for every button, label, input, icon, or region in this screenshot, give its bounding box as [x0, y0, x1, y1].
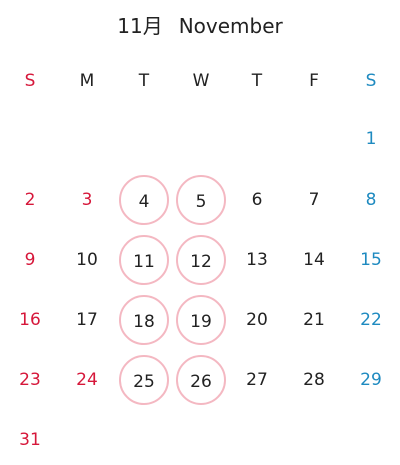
day-cell[interactable]: 11	[119, 235, 169, 285]
day-cell[interactable]: 28	[303, 370, 325, 390]
day-cell[interactable]: 25	[119, 355, 169, 405]
day-cell[interactable]: 6	[251, 190, 263, 210]
day-cell[interactable]: 21	[303, 310, 325, 330]
day-cell[interactable]: 13	[246, 250, 268, 270]
day-cell[interactable]: 22	[360, 310, 382, 330]
weekday-friday: F	[309, 71, 319, 91]
day-cell[interactable]: 10	[76, 250, 98, 270]
day-cell[interactable]: 7	[308, 190, 320, 210]
month-number: 11月	[117, 14, 163, 38]
day-cell[interactable]: 23	[19, 370, 41, 390]
day-cell[interactable]: 18	[119, 295, 169, 345]
day-cell[interactable]: 8	[365, 190, 377, 210]
month-name: November	[178, 14, 283, 38]
day-cell[interactable]: 29	[360, 370, 382, 390]
day-cell[interactable]: 17	[76, 310, 98, 330]
day-cell[interactable]: 5	[176, 175, 226, 225]
weekday-sunday: S	[24, 71, 36, 91]
day-cell[interactable]: 31	[19, 430, 41, 450]
day-cell[interactable]: 2	[24, 190, 36, 210]
weekday-saturday: S	[365, 71, 377, 91]
weekday-monday: M	[79, 71, 95, 91]
day-cell[interactable]: 20	[246, 310, 268, 330]
day-cell[interactable]: 19	[176, 295, 226, 345]
day-cell[interactable]: 12	[176, 235, 226, 285]
day-cell[interactable]: 15	[360, 250, 382, 270]
day-cell[interactable]: 26	[176, 355, 226, 405]
day-cell[interactable]: 1	[365, 129, 377, 149]
day-cell[interactable]: 3	[81, 190, 93, 210]
day-cell[interactable]: 24	[76, 370, 98, 390]
day-cell[interactable]: 16	[19, 310, 41, 330]
day-cell[interactable]: 4	[119, 175, 169, 225]
day-cell[interactable]: 9	[24, 250, 36, 270]
weekday-thursday: T	[251, 71, 263, 91]
weekday-header: S M T W T F S	[0, 66, 400, 96]
day-cell[interactable]: 27	[246, 370, 268, 390]
weekday-wednesday: W	[192, 71, 210, 91]
day-cell[interactable]: 14	[303, 250, 325, 270]
month-title: 11月 November	[0, 10, 400, 39]
weekday-tuesday: T	[138, 71, 150, 91]
